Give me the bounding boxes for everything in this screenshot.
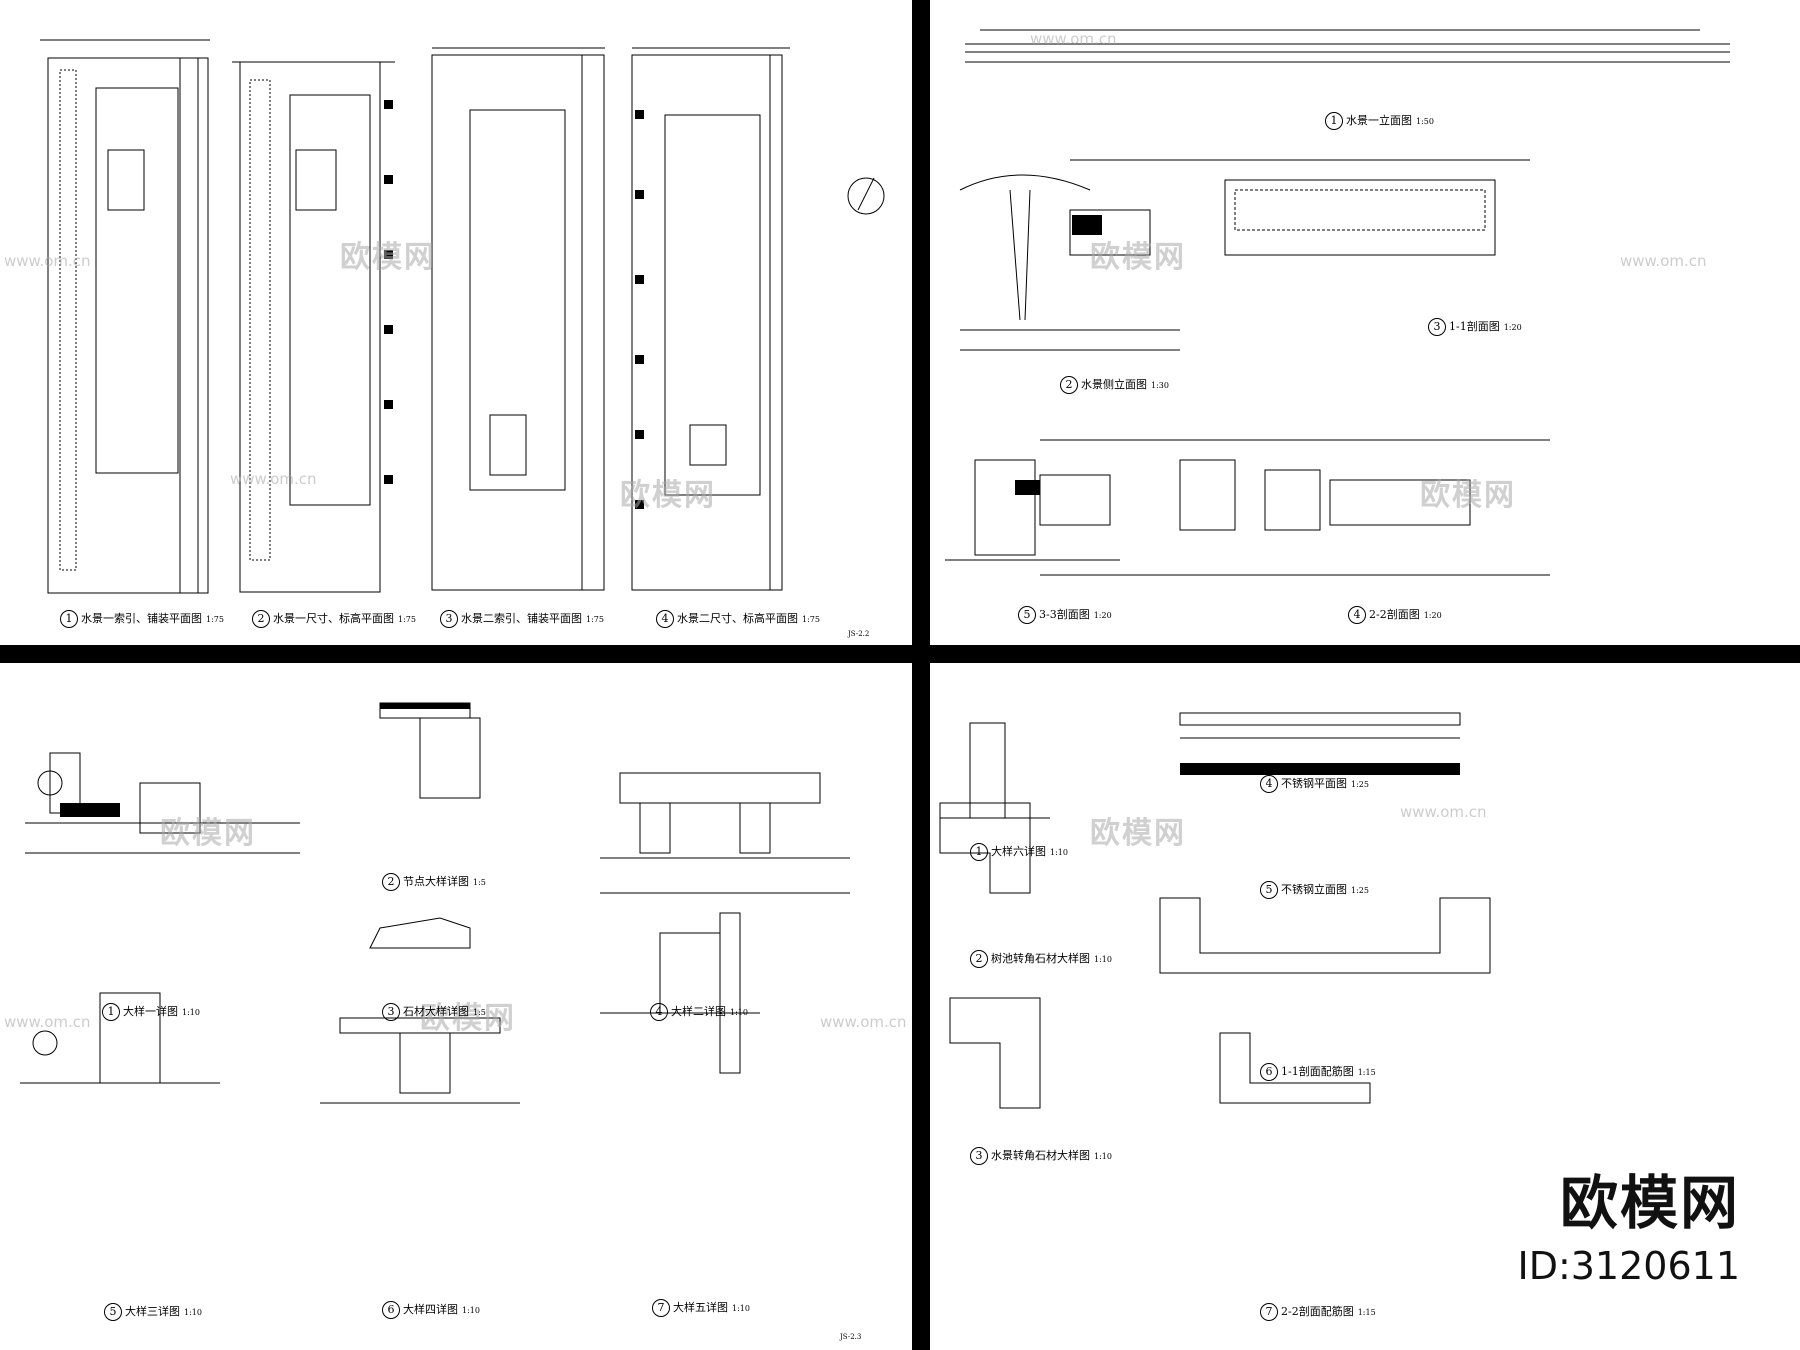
watermark-url: www.om.cn	[1400, 803, 1487, 821]
steel-drawings	[939, 712, 1491, 1109]
watermark: 欧模网	[1090, 816, 1186, 851]
brand-logo: 欧模网	[1559, 1169, 1740, 1237]
plan-drawings	[40, 39, 885, 594]
gutter-horizontal	[0, 645, 1800, 663]
sheet-number: JS-2.3	[840, 1333, 862, 1341]
watermark: 欧模网	[340, 240, 436, 275]
elevation-drawings	[945, 29, 1730, 576]
sheet-number: JS-2.2	[848, 630, 870, 638]
watermark: 欧模网	[1090, 240, 1186, 275]
watermark: 欧模网	[1420, 478, 1516, 513]
watermark: 欧模网	[160, 816, 256, 851]
sheet-steel-details: 欧模网 欧模网 欧模网 www.om.cn www.om.cn 1大样六详图1:…	[930, 663, 1800, 1350]
watermark: 欧模网	[620, 478, 716, 513]
watermark-url: www.om.cn	[4, 1013, 91, 1031]
watermark-url: www.om.cn	[4, 252, 91, 270]
sheet-details: 欧模网 欧模网 欧模网 欧模网 www.om.cn www.om.cn 1大样一…	[0, 663, 912, 1350]
watermark-url: www.om.cn	[1620, 252, 1707, 270]
brand-id: ID:3120611	[1517, 1244, 1740, 1288]
detail-drawings	[20, 702, 850, 1104]
gutter-vertical	[912, 0, 930, 1350]
watermark-url: www.om.cn	[230, 470, 317, 488]
watermark: 欧模网	[420, 1001, 516, 1036]
watermark-url: www.om.cn	[1030, 30, 1117, 48]
watermark-url: www.om.cn	[820, 1013, 907, 1031]
